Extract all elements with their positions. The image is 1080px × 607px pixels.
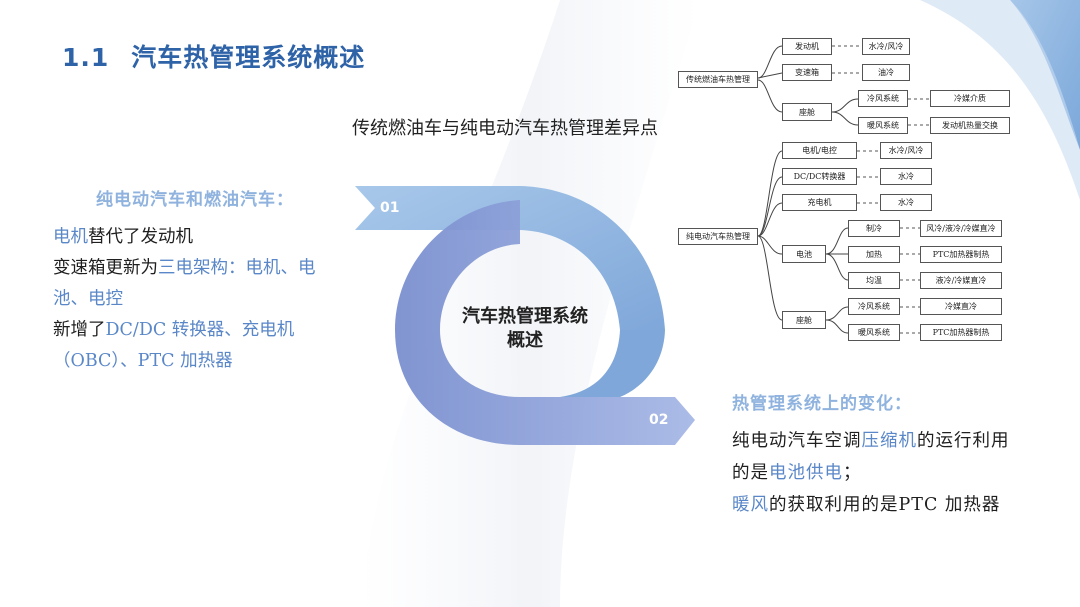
hl-new-parts: DC/DC 转换器、充电机（OBC）、PTC 加热器 — [53, 320, 295, 371]
node-bat-even: 均温 — [848, 272, 900, 289]
title-text: 汽车热管理系统概述 — [131, 43, 366, 72]
hl-three-electric: 三电架构：电机、电池、电控 — [53, 258, 316, 309]
line1-text: 替代了发动机 — [88, 227, 193, 247]
center-label: 汽车热管理系统概述 — [462, 306, 588, 351]
node-charger-cool: 水冷 — [880, 194, 932, 211]
line3-text: 新增了 — [53, 320, 106, 340]
right-heading: 热管理系统上的变化： — [732, 394, 912, 414]
p1-text-c: ； — [843, 463, 862, 483]
node-charger: 充电机 — [782, 194, 857, 211]
node-ev-warm-m: PTC加热器制热 — [920, 324, 1002, 341]
node-engine: 发动机 — [782, 38, 832, 55]
p1-text-b: 的运行利用的是 — [732, 431, 1010, 483]
left-heading: 纯电动汽车和燃油汽车： — [96, 190, 294, 210]
hl-battery-power: 电池供电 — [769, 463, 843, 483]
node-motor: 电机/电控 — [782, 142, 857, 159]
node-warm-source: 发动机热量交换 — [930, 117, 1010, 134]
node-ev-root: 纯电动汽车热管理 — [678, 228, 758, 245]
line2-text: 变速箱更新为 — [53, 258, 158, 278]
node-bat-heat: 加热 — [848, 246, 900, 263]
section-number: 1.1 — [62, 43, 110, 72]
node-battery: 电池 — [782, 245, 826, 263]
page-title: 1.1 汽车热管理系统概述 — [62, 38, 365, 74]
left-body: 电机替代了发动机 变速箱更新为三电架构：电机、电池、电控 新增了DC/DC 转换… — [53, 222, 343, 377]
node-gearbox-cool: 油冷 — [862, 64, 910, 81]
p2-text: 的获取利用的是PTC 加热器 — [769, 495, 1001, 515]
badge-01: 01 — [380, 200, 400, 216]
node-engine-cool: 水冷/风冷 — [862, 38, 910, 55]
node-motor-cool: 水冷/风冷 — [880, 142, 932, 159]
hl-motor: 电机 — [53, 227, 88, 247]
node-warm-air: 暖风系统 — [858, 117, 908, 134]
node-bat-heat-m: PTC加热器制热 — [920, 246, 1002, 263]
node-cold-medium: 冷媒介质 — [930, 90, 1010, 107]
node-ev-cold-m: 冷媒直冷 — [920, 298, 1002, 315]
node-cabin: 座舱 — [782, 103, 832, 121]
node-bat-even-m: 液冷/冷媒直冷 — [920, 272, 1002, 289]
node-bat-cool: 制冷 — [848, 220, 900, 237]
node-fuel-root: 传统燃油车热管理 — [678, 71, 758, 88]
right-body: 纯电动汽车空调压缩机的运行利用的是电池供电； 暖风的获取利用的是PTC 加热器 — [732, 425, 1012, 521]
node-ev-cabin: 座舱 — [782, 311, 826, 329]
p1-text-a: 纯电动汽车空调 — [732, 431, 862, 451]
node-bat-cool-m: 风冷/液冷/冷媒直冷 — [920, 220, 1002, 237]
node-ev-cold: 冷风系统 — [848, 298, 900, 315]
diagram-subtitle: 传统燃油车与纯电动汽车热管理差异点 — [352, 118, 658, 139]
ring-arc-bottom — [395, 200, 695, 445]
ring-arc-top — [355, 186, 665, 330]
node-cold-air: 冷风系统 — [858, 90, 908, 107]
hl-warm-air: 暖风 — [732, 495, 769, 515]
node-gearbox: 变速箱 — [782, 64, 832, 81]
node-dcdc-cool: 水冷 — [880, 168, 932, 185]
node-ev-warm: 暖风系统 — [848, 324, 900, 341]
badge-02: 02 — [649, 412, 669, 428]
hl-compressor: 压缩机 — [861, 431, 917, 451]
node-dcdc: DC/DC转换器 — [782, 168, 857, 185]
